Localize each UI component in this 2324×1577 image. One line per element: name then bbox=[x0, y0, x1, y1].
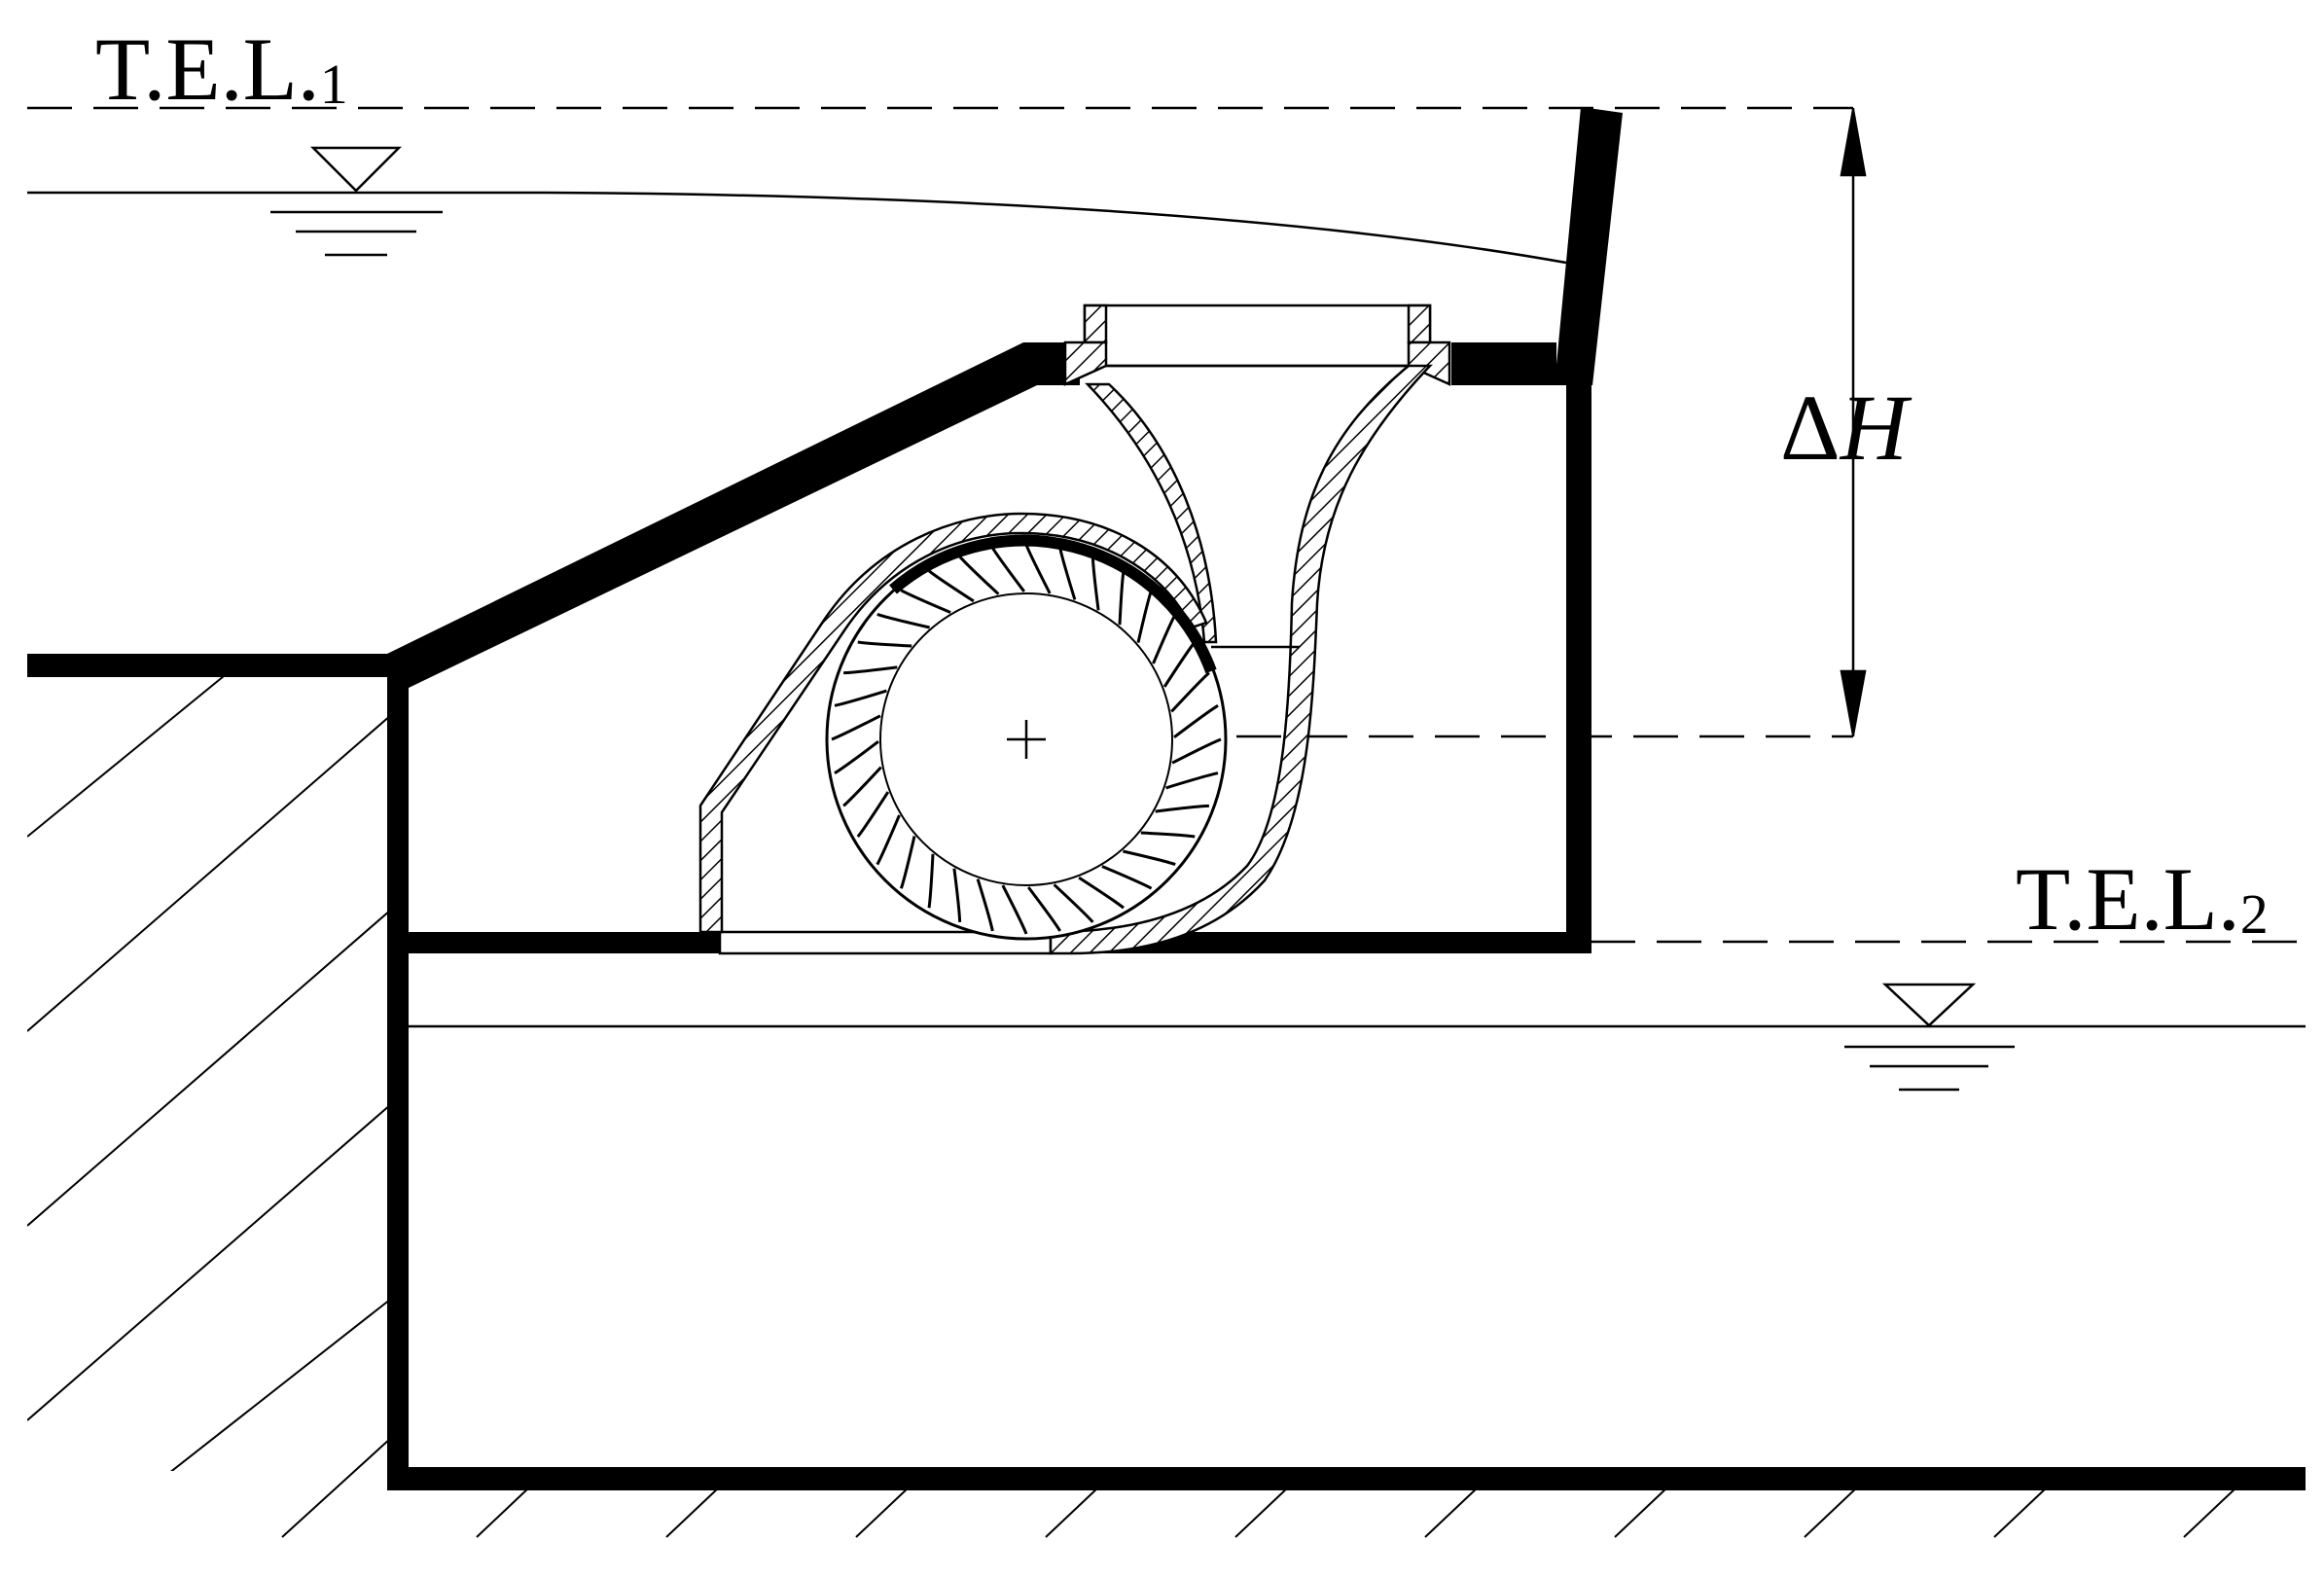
runner-blade bbox=[1140, 831, 1196, 839]
runner-blade bbox=[900, 589, 951, 614]
label-downstream-tel: T.E.L.2 bbox=[2016, 849, 2269, 949]
soil-hatching-bottom bbox=[281, 1437, 2238, 1538]
runner-blade bbox=[991, 547, 1025, 592]
label-head-variable: H bbox=[1839, 376, 1913, 480]
upstream-water-surface bbox=[27, 191, 1567, 265]
soil-hatching-left bbox=[27, 676, 391, 1471]
head-dimension-arrow bbox=[1840, 108, 1867, 736]
runner-blade bbox=[1123, 849, 1176, 867]
runner-blade bbox=[876, 612, 930, 629]
label-downstream-tel-text: T.E.L. bbox=[2016, 849, 2240, 949]
label-head-difference: ΔH bbox=[1780, 376, 1913, 480]
intake-flange bbox=[1063, 304, 1451, 386]
runner-blade bbox=[928, 569, 975, 603]
runner-blade bbox=[857, 640, 912, 648]
runner-blade bbox=[843, 665, 898, 675]
label-upstream-tel-sub: 1 bbox=[320, 53, 348, 116]
svg-text:T.E.L.2: T.E.L.2 bbox=[2016, 849, 2269, 949]
runner-blade bbox=[1024, 544, 1052, 594]
runner-blade bbox=[834, 740, 879, 774]
label-upstream-tel: T.E.L.1 bbox=[95, 19, 348, 119]
runner-blade bbox=[958, 556, 1000, 595]
runner-blade bbox=[899, 836, 916, 889]
runner-blade bbox=[976, 878, 994, 932]
runner-blade bbox=[1078, 876, 1125, 910]
runner-blade bbox=[927, 853, 935, 909]
runner-blade bbox=[952, 868, 962, 922]
runner-blades bbox=[831, 544, 1222, 935]
runner-blade bbox=[876, 814, 901, 866]
runner-blade bbox=[831, 714, 881, 741]
casing-outer-wall bbox=[1049, 364, 1433, 955]
downstream-water-level-symbol bbox=[1844, 983, 2015, 1092]
svg-text:ΔH: ΔH bbox=[1780, 376, 1913, 480]
runner-blade bbox=[834, 689, 887, 707]
runner-blade bbox=[1165, 771, 1219, 790]
label-head-delta: Δ bbox=[1780, 376, 1841, 480]
svg-text:T.E.L.1: T.E.L.1 bbox=[95, 19, 348, 119]
label-upstream-tel-text: T.E.L. bbox=[95, 19, 320, 119]
runner-blade bbox=[842, 766, 882, 807]
runner-blade bbox=[1155, 804, 1209, 813]
runner-blade bbox=[1053, 883, 1094, 923]
runner-blade bbox=[1101, 865, 1153, 890]
runner-blade bbox=[1173, 704, 1219, 738]
runner-blade bbox=[856, 791, 890, 838]
runner-blade bbox=[1171, 737, 1222, 765]
runner-center-mark bbox=[1007, 720, 1046, 759]
runner-blade bbox=[1001, 884, 1028, 935]
label-downstream-tel-sub: 2 bbox=[2240, 882, 2269, 946]
casing-left-shroud bbox=[698, 512, 1208, 934]
runner-blade bbox=[1027, 886, 1061, 932]
upstream-water-level-symbol bbox=[270, 146, 443, 257]
runner-top-arc bbox=[889, 534, 1217, 674]
runner-blade bbox=[1170, 671, 1210, 713]
